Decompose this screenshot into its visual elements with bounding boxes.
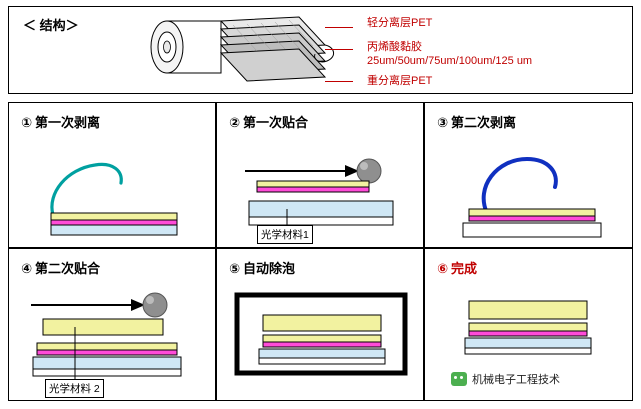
leader-line-1 bbox=[325, 27, 353, 28]
step-4-note: 光学材料 2 bbox=[45, 379, 104, 398]
label-heavy-release-pet: 重分离层PET bbox=[367, 75, 433, 87]
step-5-label: 自动除泡 bbox=[243, 261, 296, 276]
step-4-graphic bbox=[31, 292, 182, 381]
step-2-label: 第一次贴合 bbox=[243, 115, 309, 130]
structure-labels: 轻分离层PET 丙烯酸黏胶 25um/50um/75um/100um/125 u… bbox=[353, 15, 633, 91]
step-1-label: 第一次剥离 bbox=[35, 115, 101, 130]
credit: 机械电子工程技术 bbox=[451, 371, 560, 387]
label-thickness-options: 25um/50um/75um/100um/125 um bbox=[367, 55, 533, 67]
wechat-icon bbox=[451, 372, 467, 386]
structure-panel: ＜ 结构＞ bbox=[8, 6, 633, 94]
step-2-number: ② bbox=[229, 115, 241, 130]
step-5-graphic bbox=[234, 292, 408, 376]
label-light-release-pet: 轻分离层PET bbox=[367, 17, 433, 29]
step-3-graphic bbox=[462, 156, 602, 238]
step-4-number: ④ bbox=[21, 261, 33, 276]
step-4-label: 第二次贴合 bbox=[35, 261, 101, 276]
step-5-number: ⑤ bbox=[229, 261, 241, 276]
step-2-graphic bbox=[245, 158, 394, 229]
step-3-number: ③ bbox=[437, 115, 449, 130]
label-acrylic-adhesive: 丙烯酸黏胶 bbox=[367, 41, 422, 53]
step-6-number: ⑥ bbox=[437, 261, 449, 276]
step-1-graphic bbox=[50, 162, 178, 236]
structure-title: ＜ 结构＞ bbox=[23, 18, 79, 33]
step-6-graphic bbox=[464, 300, 592, 355]
leader-line-3 bbox=[325, 81, 353, 82]
step-3-label: 第二次剥离 bbox=[451, 115, 517, 130]
credit-text: 机械电子工程技术 bbox=[472, 374, 560, 386]
step-1-number: ① bbox=[21, 115, 33, 130]
roll-illustration bbox=[129, 11, 349, 91]
leader-line-2 bbox=[325, 49, 353, 50]
step-2-note: 光学材料1 bbox=[257, 225, 313, 244]
step-6-label: 完成 bbox=[451, 261, 478, 276]
